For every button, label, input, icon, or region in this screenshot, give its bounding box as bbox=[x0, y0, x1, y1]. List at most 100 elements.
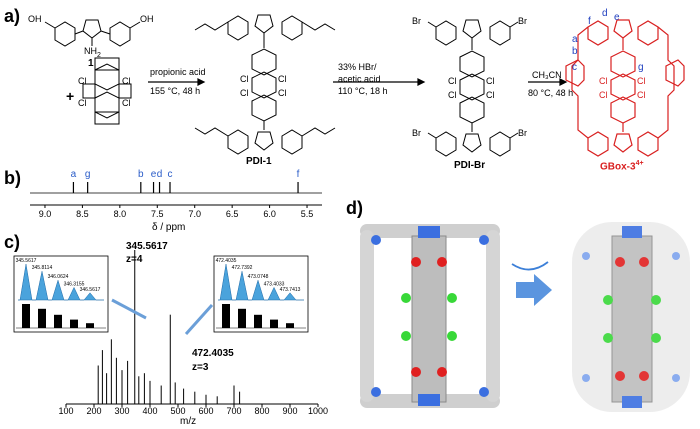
step1-conditions: 155 °C, 48 h bbox=[150, 86, 201, 96]
nmr-tick-label: 5.5 bbox=[301, 209, 314, 219]
nmr-tick-label: 9.0 bbox=[39, 209, 52, 219]
nmr-peak-label: a bbox=[71, 169, 77, 180]
step2-reagent-2: acetic acid bbox=[338, 74, 381, 84]
compound-1-structure bbox=[44, 19, 141, 47]
pdi1-cl-2: Cl bbox=[278, 74, 287, 84]
pdibr-cl-3: Cl bbox=[448, 90, 457, 100]
gbox-cl-2: Cl bbox=[637, 76, 646, 86]
ms-main-peak-z: z=4 bbox=[126, 254, 143, 265]
inset-left-bar bbox=[54, 314, 62, 328]
inset-right-bar bbox=[254, 314, 262, 328]
nmr-tick-label: 8.0 bbox=[114, 209, 127, 219]
ms-second-peak-z: z=3 bbox=[192, 362, 209, 373]
view-arrow bbox=[516, 274, 552, 306]
proton-label-e: e bbox=[614, 12, 620, 23]
ms-tick-label: 600 bbox=[198, 406, 213, 416]
inset-left-peak-label: 346.5617 bbox=[80, 287, 101, 293]
dianhydride-cl-4: Cl bbox=[122, 98, 131, 108]
model-side-view bbox=[572, 222, 690, 412]
panel-label-d: d) bbox=[346, 198, 363, 218]
nmr-peak-label: f bbox=[297, 169, 300, 180]
step3-conditions: 80 °C, 48 h bbox=[528, 88, 574, 98]
nmr-peak-label: b bbox=[138, 169, 144, 180]
ms-tick-label: 800 bbox=[254, 406, 269, 416]
rotate-arrow bbox=[511, 261, 549, 271]
pdibr-label: PDI-Br bbox=[454, 160, 486, 171]
inset-left-peak-label: 345.5617 bbox=[16, 258, 37, 264]
inset-left-bar bbox=[70, 319, 78, 328]
ms-tick-label: 900 bbox=[282, 406, 297, 416]
nmr-peak-label: c bbox=[168, 169, 173, 180]
inset-left-bar bbox=[38, 308, 46, 328]
pdibr-br-1: Br bbox=[412, 16, 421, 26]
ms-tick-label: 1000 bbox=[308, 406, 328, 416]
pdibr-br-2: Br bbox=[518, 16, 527, 26]
reaction-arrows bbox=[148, 78, 568, 86]
ms-tick-label: 500 bbox=[170, 406, 185, 416]
nmr-tick-label: 6.0 bbox=[263, 209, 276, 219]
inset-right-bar bbox=[222, 304, 230, 328]
compound1-oh-left: OH bbox=[28, 14, 42, 24]
proton-label-a: a bbox=[572, 34, 578, 45]
pdi1-structure bbox=[194, 14, 336, 155]
ms-tick-label: 100 bbox=[58, 406, 73, 416]
ms-tick-label: 200 bbox=[86, 406, 101, 416]
inset-right-bar bbox=[238, 308, 246, 328]
inset-right-envelope bbox=[218, 263, 304, 301]
inset-right-bar bbox=[270, 319, 278, 328]
pdibr-cl-2: Cl bbox=[486, 76, 495, 86]
pdibr-structure bbox=[427, 19, 519, 157]
gbox-label: GBox-34+ bbox=[600, 160, 644, 173]
inset-right-peak-label: 473.4033 bbox=[264, 281, 285, 287]
nmr-tick-label: 7.0 bbox=[188, 209, 201, 219]
gbox-cl-3: Cl bbox=[599, 90, 608, 100]
inset-right-peak-label: 473.0748 bbox=[248, 274, 269, 280]
inset-right-peak-label: 472.7392 bbox=[232, 265, 253, 271]
nmr-tick-label: 7.5 bbox=[151, 209, 164, 219]
pdibr-cl-4: Cl bbox=[486, 90, 495, 100]
pdi1-cl-4: Cl bbox=[278, 88, 287, 98]
inset-left-peak-label: 346.0624 bbox=[48, 274, 69, 280]
ms-tick-label: 400 bbox=[142, 406, 157, 416]
nmr-tick-label: 8.5 bbox=[76, 209, 89, 219]
ms-tick-label: 300 bbox=[114, 406, 129, 416]
compound1-nh2: NH2 bbox=[84, 46, 101, 59]
inset-right-peak-label: 472.4035 bbox=[216, 258, 237, 264]
model-front-view bbox=[360, 224, 500, 408]
dianhydride-cl-2: Cl bbox=[122, 76, 131, 86]
pdibr-cl-1: Cl bbox=[448, 76, 457, 86]
gbox-cl-4: Cl bbox=[637, 90, 646, 100]
inset-right-bar bbox=[286, 323, 294, 328]
ms-xlabel: m/z bbox=[180, 416, 197, 427]
inset-right-arrow bbox=[184, 303, 214, 336]
dianhydride-structure bbox=[82, 57, 132, 125]
inset-left-peak-label: 346.3155 bbox=[64, 281, 85, 287]
plus-sign: + bbox=[66, 88, 75, 104]
inset-left-arrow bbox=[111, 298, 147, 320]
pdibr-br-3: Br bbox=[412, 128, 421, 138]
ms-tick-label: 700 bbox=[226, 406, 241, 416]
panel-label-c: c) bbox=[4, 232, 21, 252]
nmr-peak-label: g bbox=[85, 169, 91, 180]
pdibr-br-4: Br bbox=[518, 128, 527, 138]
nmr-tick-label: 6.5 bbox=[226, 209, 239, 219]
nmr-peak-label: e bbox=[151, 169, 157, 180]
proton-label-d: d bbox=[602, 8, 608, 19]
inset-right-peak-label: 473.7413 bbox=[280, 287, 301, 293]
gbox-structure bbox=[565, 19, 685, 157]
nmr-peak-label: d bbox=[157, 169, 163, 180]
proton-label-c: c bbox=[572, 62, 577, 73]
pdi1-cl-1: Cl bbox=[240, 74, 249, 84]
proton-label-b: b bbox=[572, 46, 578, 57]
ms-main-peak-mz: 345.5617 bbox=[126, 241, 168, 252]
nmr-xlabel: δ / ppm bbox=[152, 222, 186, 233]
pdi1-cl-3: Cl bbox=[240, 88, 249, 98]
proton-label-g: g bbox=[638, 62, 644, 73]
proton-label-f: f bbox=[588, 16, 591, 27]
dianhydride-cl-1: Cl bbox=[78, 76, 87, 86]
ms-second-peak-mz: 472.4035 bbox=[192, 348, 234, 359]
pdi1-label: PDI-1 bbox=[246, 156, 272, 167]
